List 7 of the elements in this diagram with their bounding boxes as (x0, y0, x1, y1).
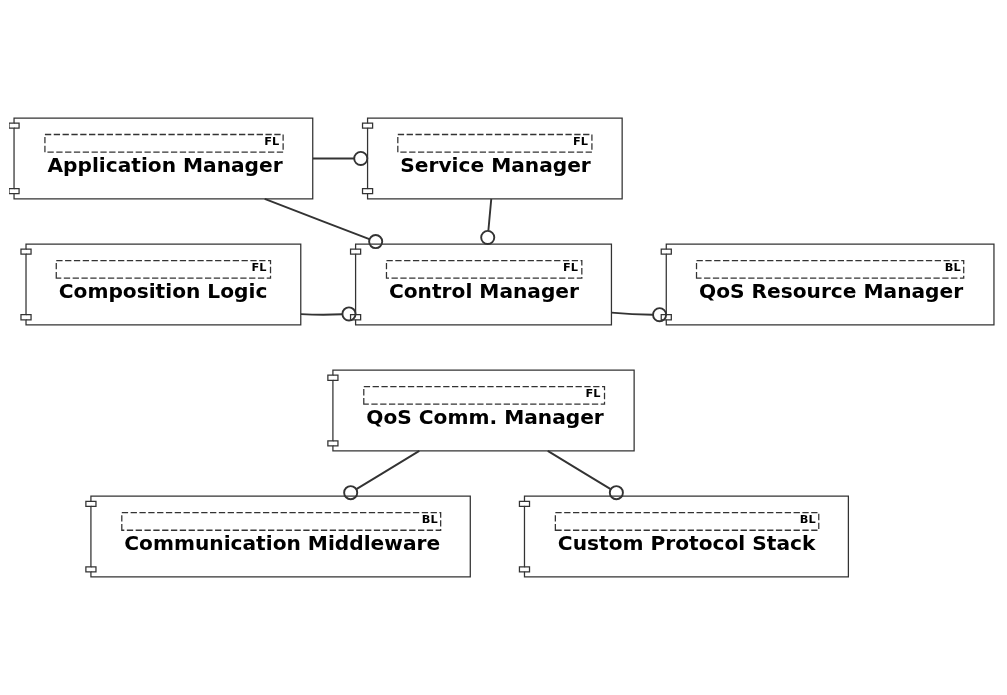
connector (299, 306, 356, 322)
connector (479, 197, 495, 245)
connector (311, 150, 368, 166)
connector (263, 197, 383, 250)
connector (342, 449, 420, 501)
connector (546, 449, 624, 501)
connector (610, 307, 667, 323)
